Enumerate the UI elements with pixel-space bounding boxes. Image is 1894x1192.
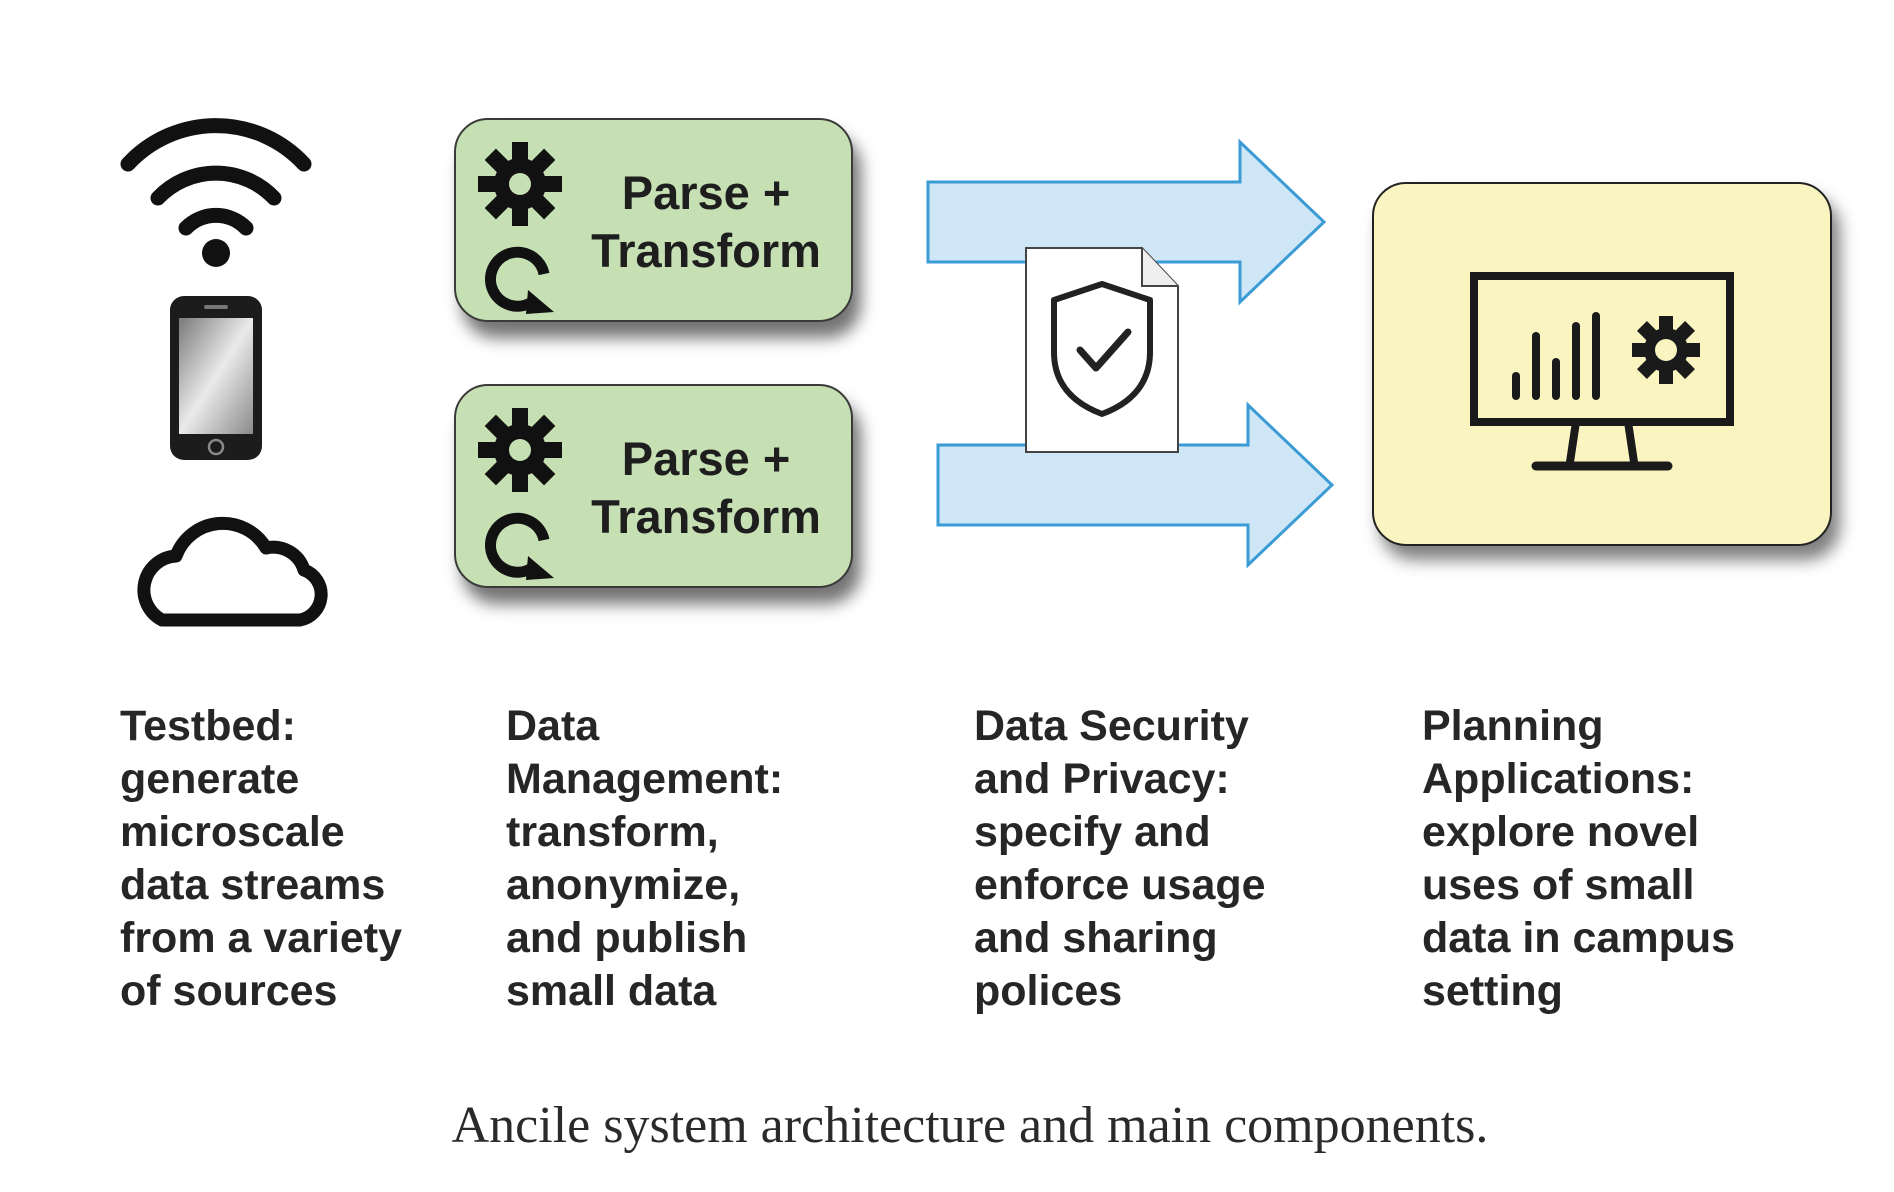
- refresh-icon: [485, 246, 554, 314]
- security-description: Data Security and Privacy: specify and e…: [974, 702, 1266, 1015]
- smartphone-icon: [170, 296, 262, 460]
- process-label: Parse + Transform: [591, 166, 821, 277]
- wifi-icon: [120, 118, 312, 267]
- gear-icon: [478, 142, 562, 226]
- monitor-analytics-icon: [1470, 272, 1734, 471]
- parse-transform-box: Parse + Transform: [454, 118, 853, 322]
- planning-app-box: [1372, 182, 1832, 546]
- shield-check-document-icon: [1025, 247, 1179, 453]
- cloud-icon: [137, 516, 328, 627]
- parse-transform-box: Parse + Transform: [454, 384, 853, 588]
- figure-caption: Ancile system architecture and main comp…: [451, 1097, 1489, 1154]
- planning-description: Planning Applications: explore novel use…: [1422, 702, 1736, 1015]
- process-label: Parse + Transform: [591, 432, 821, 543]
- gear-icon: [478, 408, 562, 492]
- refresh-icon: [485, 512, 554, 580]
- data-management-description: Data Management: transform, anonymize, a…: [506, 702, 784, 1015]
- testbed-description: Testbed: generate microscale data stream…: [120, 702, 403, 1015]
